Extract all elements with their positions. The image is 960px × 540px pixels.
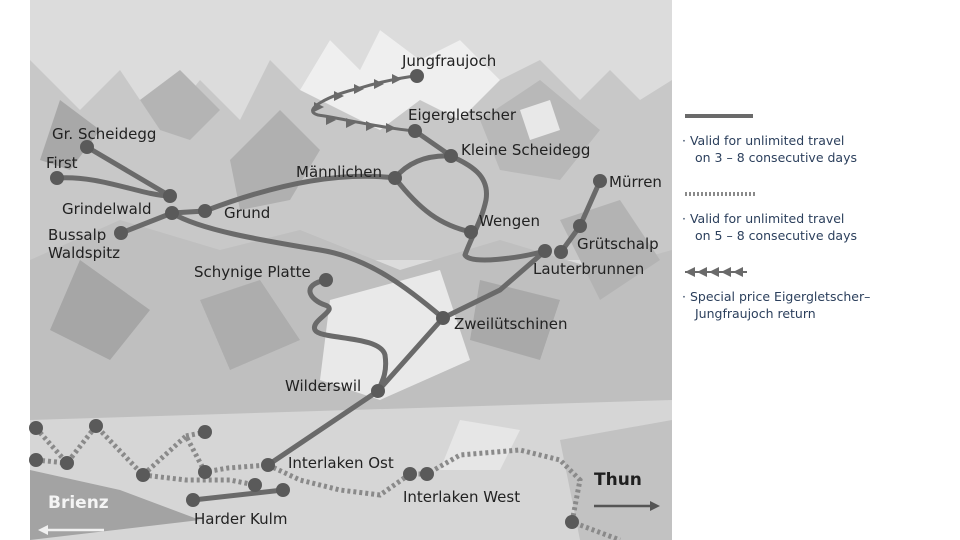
legend-item-solid: Valid for unlimited travel on 3 – 8 cons…	[682, 110, 952, 166]
label-gruetschalp: Grütschalp	[577, 235, 659, 253]
label-first: First	[46, 154, 78, 172]
legend-dotted-text-2: on 5 – 8 consecutive days	[695, 228, 857, 243]
brienz-arrowhead-icon	[38, 525, 48, 535]
station-dot-gr-scheidegg[interactable]	[80, 140, 94, 154]
station-dot-dotted-3[interactable]	[89, 419, 103, 433]
label-kleine-scheidegg: Kleine Scheidegg	[461, 141, 590, 159]
station-dots	[29, 69, 607, 529]
station-dot-maennlichen[interactable]	[388, 171, 402, 185]
legend-dotted-text-1: Valid for unlimited travel	[682, 211, 844, 226]
label-wengen: Wengen	[479, 212, 540, 230]
rail-network-map: Jungfraujoch Eigergletscher Gr. Scheideg…	[29, 0, 672, 540]
station-dot-harder-kulm[interactable]	[186, 493, 200, 507]
station-dot-jungfraujoch[interactable]	[410, 69, 424, 83]
dotted-line-icon	[685, 192, 757, 196]
legend-item-arrows: Special price Eigergletscher– Jungfraujo…	[682, 266, 952, 322]
station-dot-lauterbrunnen[interactable]	[538, 244, 552, 258]
station-dot-harder-kulm-mid[interactable]	[248, 478, 262, 492]
station-dot-eigergletscher[interactable]	[408, 124, 422, 138]
solid-line-icon	[685, 114, 753, 118]
legend: Valid for unlimited travel on 3 – 8 cons…	[682, 110, 952, 344]
station-dot-muerren[interactable]	[593, 174, 607, 188]
thun-arrowhead-icon	[650, 501, 660, 511]
label-lauterbrunnen: Lauterbrunnen	[533, 260, 644, 278]
station-dot-wilderswil[interactable]	[371, 384, 385, 398]
station-dot-interlaken-west-2[interactable]	[420, 467, 434, 481]
station-dot-dotted-2[interactable]	[60, 456, 74, 470]
station-dot-first[interactable]	[50, 171, 64, 185]
station-dot-zweiluetschinen[interactable]	[436, 311, 450, 325]
station-dot-interlaken-ost[interactable]	[261, 458, 275, 472]
label-zweiluetschinen: Zweilütschinen	[454, 315, 567, 333]
station-dot-dotted-8[interactable]	[565, 515, 579, 529]
label-waldspitz: Waldspitz	[48, 244, 120, 262]
station-dot-dotted-7[interactable]	[29, 453, 43, 467]
station-dot-dotted-6[interactable]	[198, 465, 212, 479]
label-thun: Thun	[594, 470, 642, 490]
label-schynige-platte: Schynige Platte	[194, 263, 311, 281]
station-labels: Jungfraujoch Eigergletscher Gr. Scheideg…	[46, 52, 662, 528]
label-interlaken-ost: Interlaken Ost	[288, 454, 394, 472]
station-dot-wengen[interactable]	[464, 225, 478, 239]
label-brienz: Brienz	[48, 493, 109, 513]
station-dot-kleine-scheidegg[interactable]	[444, 149, 458, 163]
station-dot-interlaken-west-1[interactable]	[403, 467, 417, 481]
label-muerren: Mürren	[609, 173, 662, 191]
station-dot-grund[interactable]	[198, 204, 212, 218]
label-maennlichen: Männlichen	[296, 163, 382, 181]
station-dot-lauterbrunnen-2[interactable]	[554, 245, 568, 259]
label-eigergletscher: Eigergletscher	[408, 106, 517, 124]
lake-labels: Thun Brienz	[38, 470, 660, 535]
station-dot-dotted-5[interactable]	[198, 425, 212, 439]
label-interlaken-west: Interlaken West	[403, 488, 520, 506]
station-dot-schynige-platte[interactable]	[319, 273, 333, 287]
legend-solid-text-2: on 3 – 8 consecutive days	[695, 150, 857, 165]
label-grund: Grund	[224, 204, 270, 222]
label-gr-scheidegg: Gr. Scheidegg	[52, 125, 156, 143]
station-dot-grindelwald[interactable]	[163, 189, 177, 203]
station-dot-dotted-1[interactable]	[29, 421, 43, 435]
label-grindelwald: Grindelwald	[62, 200, 152, 218]
legend-item-dotted: Valid for unlimited travel on 5 – 8 cons…	[682, 188, 952, 244]
station-dot-dotted-4[interactable]	[136, 468, 150, 482]
arrow-line-icon	[685, 267, 747, 277]
station-dot-bussalp[interactable]	[114, 226, 128, 240]
station-dot-gruetschalp[interactable]	[573, 219, 587, 233]
label-jungfraujoch: Jungfraujoch	[401, 52, 496, 70]
arrow-route	[311, 74, 416, 133]
station-dot-grindelwald-lower[interactable]	[165, 206, 179, 220]
legend-arrows-text-1: Special price Eigergletscher–	[682, 289, 870, 304]
station-dot-harder-kulm-top[interactable]	[276, 483, 290, 497]
legend-solid-text-1: Valid for unlimited travel	[682, 133, 844, 148]
label-wilderswil: Wilderswil	[285, 377, 361, 395]
label-bussalp: Bussalp	[48, 226, 106, 244]
legend-arrows-text-2: Jungfraujoch return	[695, 306, 816, 321]
label-harder-kulm: Harder Kulm	[194, 510, 287, 528]
